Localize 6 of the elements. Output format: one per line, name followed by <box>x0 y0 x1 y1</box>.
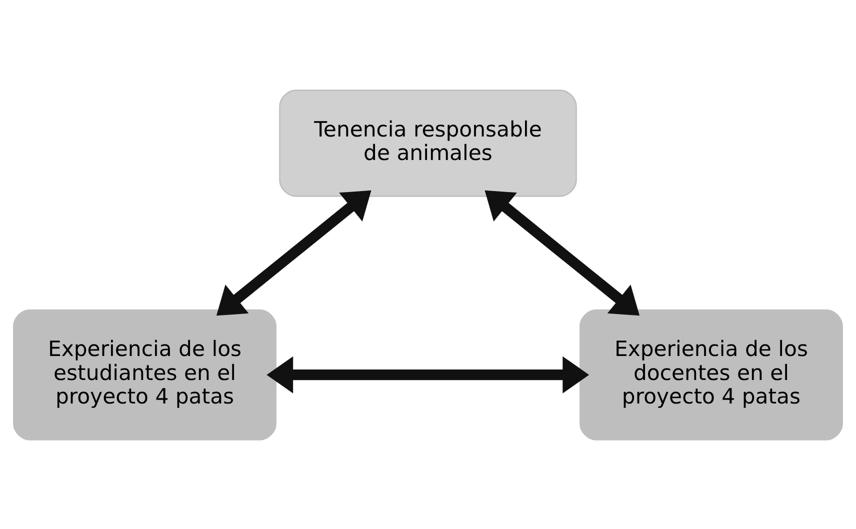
node-box: Tenencia responsable de animales <box>279 89 577 196</box>
arrow <box>484 190 640 316</box>
arrow <box>216 190 372 316</box>
arrow <box>266 356 590 393</box>
node-box: Experiencia de los estudiantes en el proyecto 4 patas <box>13 308 276 440</box>
node-box: Experiencia de los docentes en el proyecto 4 patas <box>580 308 843 440</box>
